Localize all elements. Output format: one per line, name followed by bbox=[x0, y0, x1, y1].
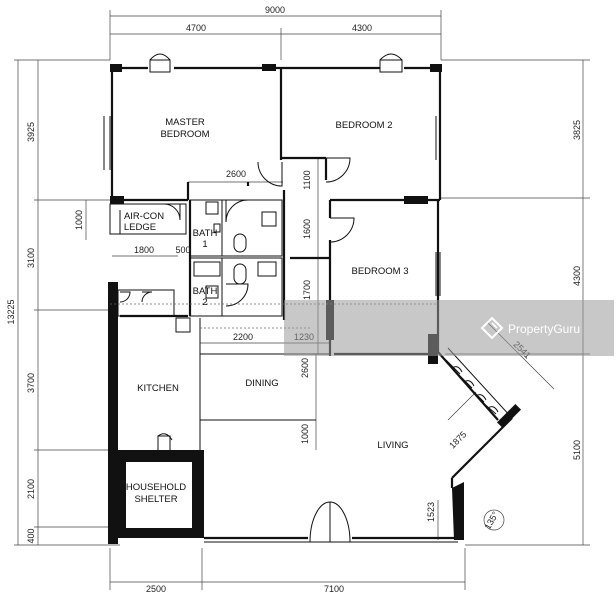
dim-top-left: 4700 bbox=[186, 23, 206, 33]
watermark: PropertyGuru bbox=[284, 300, 614, 356]
dim-right-1: 3825 bbox=[572, 120, 582, 140]
doors bbox=[119, 157, 355, 543]
label-master-bedroom-2: BEDROOM bbox=[160, 129, 209, 140]
label-dining: DINING bbox=[245, 378, 278, 389]
label-bath-1-a: BATH bbox=[193, 228, 218, 239]
dim-left-5: 400 bbox=[26, 528, 36, 543]
dim-inner-2600-dining: 2600 bbox=[300, 358, 310, 378]
propertyguru-logo-icon bbox=[480, 316, 504, 340]
dim-right-2: 4300 bbox=[572, 266, 582, 286]
dim-right-3: 5100 bbox=[572, 440, 582, 460]
label-bedroom-2: BEDROOM 2 bbox=[335, 120, 392, 131]
dim-left-4: 2100 bbox=[26, 479, 36, 499]
dim-top-total: 9000 bbox=[265, 5, 285, 15]
label-bath-1-b: 1 bbox=[202, 239, 207, 250]
angle-marker bbox=[483, 509, 505, 531]
label-living: LIVING bbox=[377, 440, 408, 451]
dim-left-3: 3700 bbox=[26, 373, 36, 393]
dim-inner-1000-aircon: 1000 bbox=[74, 210, 84, 230]
label-shelter-2: SHELTER bbox=[134, 494, 177, 505]
dim-inner-2600-top: 2600 bbox=[226, 169, 246, 179]
dim-left-2: 3100 bbox=[26, 248, 36, 268]
label-kitchen: KITCHEN bbox=[137, 383, 179, 394]
dim-angle: 135° bbox=[482, 510, 500, 531]
dim-inner-500: 500 bbox=[175, 245, 190, 255]
dim-left-1: 3925 bbox=[26, 122, 36, 142]
dim-inner-1000-dining: 1000 bbox=[300, 424, 310, 444]
label-shelter-1: HOUSEHOLD bbox=[126, 482, 186, 493]
label-aircon-1: AIR-CON bbox=[124, 211, 164, 222]
watermark-text: PropertyGuru bbox=[508, 322, 580, 336]
dim-left-total: 13225 bbox=[6, 299, 16, 324]
label-aircon-2: LEDGE bbox=[124, 222, 156, 233]
dim-inner-1700: 1700 bbox=[302, 280, 312, 300]
dim-inner-1875: 1875 bbox=[447, 429, 468, 450]
dim-bottom-right: 7100 bbox=[324, 584, 344, 594]
label-bedroom-3: BEDROOM 3 bbox=[351, 266, 408, 277]
dim-inner-1800: 1800 bbox=[134, 245, 154, 255]
label-bath-2-a: BATH bbox=[193, 286, 218, 297]
dim-inner-1100: 1100 bbox=[302, 170, 312, 189]
dim-inner-1600: 1600 bbox=[302, 219, 312, 239]
dimension-labels: 9000 4700 4300 13225 3925 3100 3700 2100… bbox=[6, 5, 582, 594]
dim-top-right: 4300 bbox=[352, 23, 372, 33]
label-bath-2-b: 2 bbox=[202, 297, 207, 308]
dim-inner-1523: 1523 bbox=[426, 502, 436, 522]
dim-bottom-left: 2500 bbox=[146, 584, 166, 594]
dim-inner-2200: 2200 bbox=[233, 332, 253, 342]
label-master-bedroom-1: MASTER bbox=[165, 117, 205, 128]
room-labels: MASTER BEDROOM BEDROOM 2 BEDROOM 3 AIR-C… bbox=[124, 117, 409, 505]
